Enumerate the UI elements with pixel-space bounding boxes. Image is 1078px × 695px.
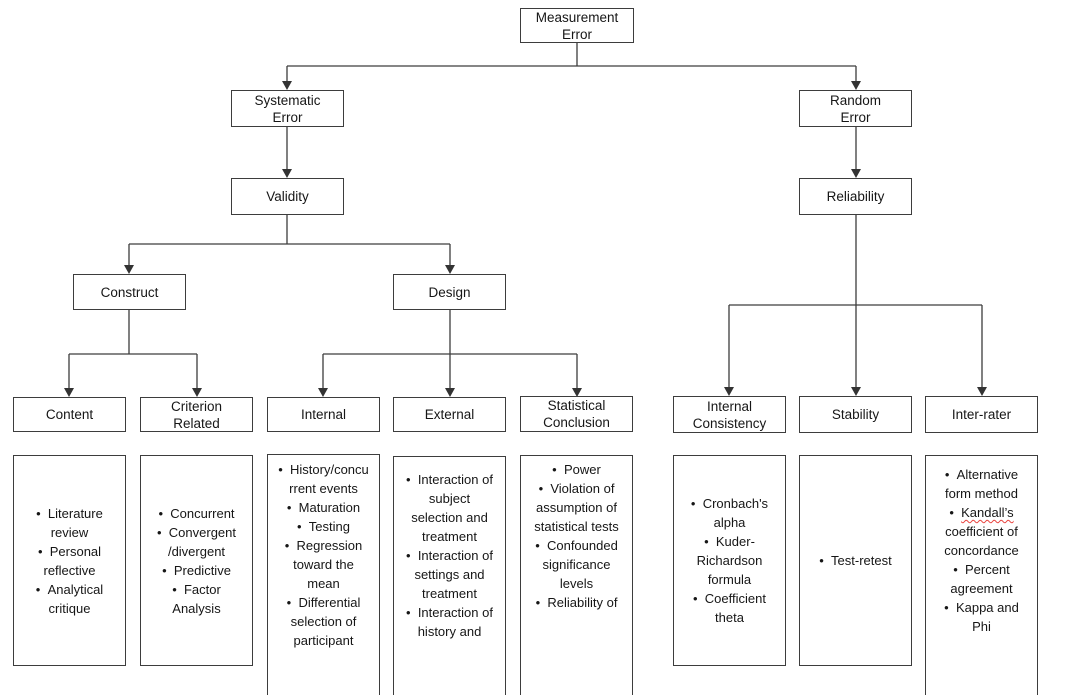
node-label: Random Error: [829, 92, 882, 125]
list-item: Factor Analysis: [150, 580, 243, 618]
node-label: Reliability: [826, 189, 885, 204]
list-item: Reliability of: [530, 593, 623, 612]
node-label: Statistical Conclusion: [543, 398, 610, 430]
node-label: Content: [45, 407, 94, 422]
list-item: Coefficient theta: [683, 589, 776, 627]
node-inter-rater: Inter-rater: [925, 396, 1038, 433]
list-stability: Test-retest: [799, 455, 912, 666]
bullet-list: History/concurrent events Maturation Tes…: [268, 455, 379, 650]
node-content: Content: [13, 397, 126, 432]
list-item: Analytical critique: [23, 580, 116, 618]
bullet-list: Power Violation of assumption of statist…: [521, 456, 632, 612]
list-item: Predictive: [150, 561, 243, 580]
list-criterion-related: Concurrent Convergent /divergent Predict…: [140, 455, 253, 666]
node-label: External: [424, 407, 475, 422]
list-item: Regression toward the mean: [277, 536, 370, 593]
node-measurement-error: Measurement Error: [520, 8, 634, 43]
bullet-list: Concurrent Convergent /divergent Predict…: [141, 504, 252, 618]
list-item: Concurrent: [150, 504, 243, 523]
list-item: Cronbach's alpha: [683, 494, 776, 532]
node-criterion-related: Criterion Related: [140, 397, 253, 432]
node-validity: Validity: [231, 178, 344, 215]
list-item: Personal reflective: [23, 542, 116, 580]
node-reliability: Reliability: [799, 178, 912, 215]
list-internal: History/concurrent events Maturation Tes…: [267, 454, 380, 695]
bullet-list: Interaction of subject selection and tre…: [394, 457, 505, 641]
list-item: Test-retest: [809, 551, 902, 570]
bullet-list: Literature review Personal reflective An…: [14, 504, 125, 618]
list-item: Kandall’s coefficient of concordance: [935, 503, 1028, 560]
list-item: Kuder-Richardson formula: [683, 532, 776, 589]
node-label: Internal: [300, 407, 347, 422]
bullet-list: Cronbach's alpha Kuder-Richardson formul…: [674, 494, 785, 627]
list-item: History/concurrent events: [277, 460, 370, 498]
node-design: Design: [393, 274, 506, 310]
list-item: Interaction of history and: [403, 603, 496, 641]
list-item-text: coefficient of concordance: [944, 524, 1019, 558]
list-item: Interaction of subject selection and tre…: [403, 470, 496, 546]
list-internal-consistency: Cronbach's alpha Kuder-Richardson formul…: [673, 455, 786, 666]
node-label: Inter-rater: [951, 407, 1012, 422]
list-external: Interaction of subject selection and tre…: [393, 456, 506, 695]
list-inter-rater: Alternative form method Kandall’s coeffi…: [925, 455, 1038, 695]
node-systematic-error: Systematic Error: [231, 90, 344, 127]
node-statistical-conclusion: Statistical Conclusion: [520, 396, 633, 432]
node-label: Criterion Related: [170, 398, 222, 431]
node-stability: Stability: [799, 396, 912, 433]
node-label: Validity: [266, 189, 309, 204]
list-content: Literature review Personal reflective An…: [13, 455, 126, 666]
arrowheads: [64, 81, 987, 397]
list-statistical-conclusion: Power Violation of assumption of statist…: [520, 455, 633, 695]
node-label: Systematic Error: [254, 92, 321, 125]
node-label: Design: [428, 284, 471, 300]
list-item: Violation of assumption of statistical t…: [530, 479, 623, 536]
misspelled-word: Kandall’s: [961, 505, 1014, 520]
node-label: Internal Consistency: [692, 398, 767, 431]
list-item: Power: [530, 460, 623, 479]
list-item: Testing: [277, 517, 370, 536]
list-item: Percent agreement: [935, 560, 1028, 598]
node-label: Measurement Error: [535, 9, 619, 42]
node-external: External: [393, 397, 506, 432]
list-item: Kappa and Phi: [935, 598, 1028, 636]
node-label: Construct: [100, 284, 159, 300]
bullet-list: Test-retest: [800, 551, 911, 570]
node-construct: Construct: [73, 274, 186, 310]
list-item: Differential selection of participant: [277, 593, 370, 650]
list-item: Interaction of settings and treatment: [403, 546, 496, 603]
list-item: Alternative form method: [935, 465, 1028, 503]
node-internal: Internal: [267, 397, 380, 432]
list-item: Literature review: [23, 504, 116, 542]
list-item: Maturation: [277, 498, 370, 517]
node-label: Stability: [831, 407, 880, 422]
list-item: Confounded significance levels: [530, 536, 623, 593]
list-item: Convergent /divergent: [150, 523, 243, 561]
node-internal-consistency: Internal Consistency: [673, 396, 786, 433]
node-random-error: Random Error: [799, 90, 912, 127]
bullet-list: Alternative form method Kandall’s coeffi…: [926, 456, 1037, 636]
